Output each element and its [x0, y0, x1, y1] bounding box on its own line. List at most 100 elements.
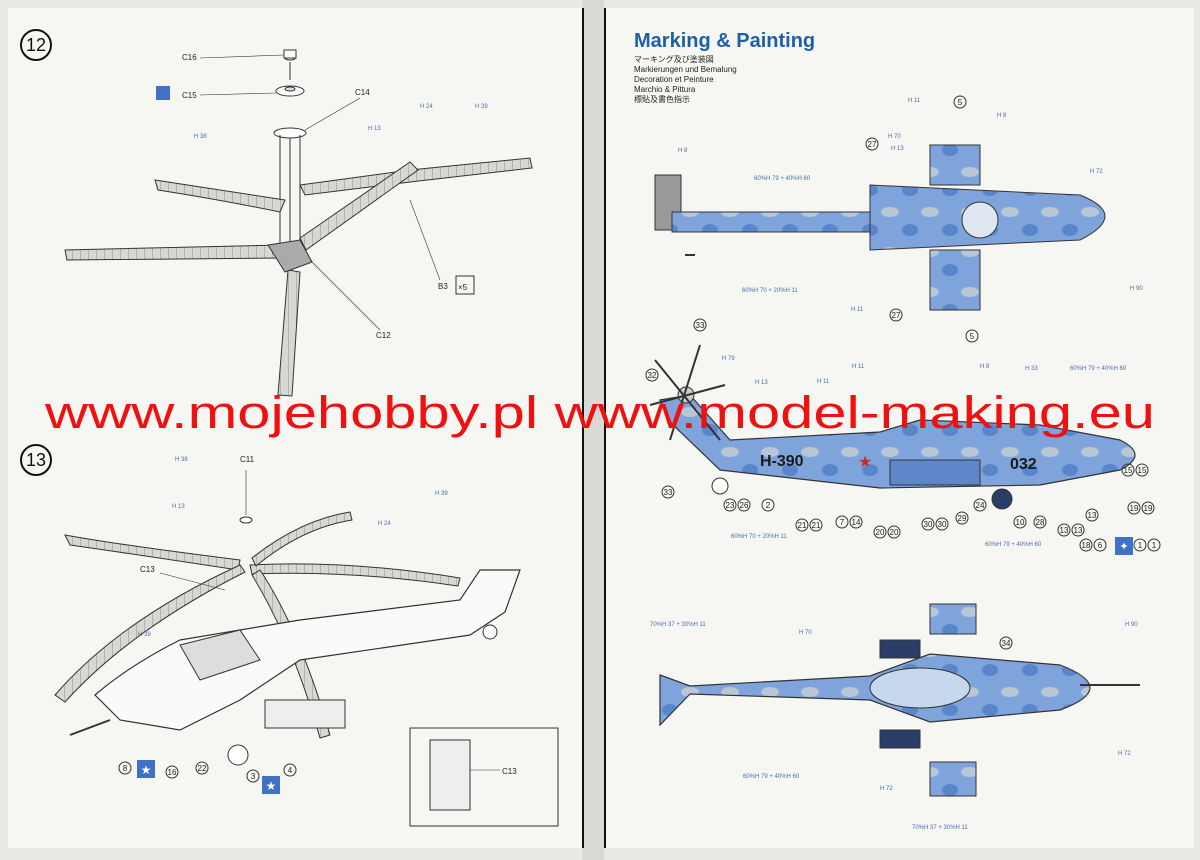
side-callout-30: 30 — [938, 520, 947, 529]
paint-icon — [156, 86, 170, 100]
subtitle-jp: マーキング及び塗装図 — [634, 54, 714, 64]
color-h38-step13: H 38 — [175, 457, 188, 463]
bottom-color-h72b: H 72 — [880, 786, 893, 792]
side-color-h11b: H 11 — [852, 364, 865, 370]
watermark-text: www.mojehobby.pl www.model-making.eu — [44, 387, 1155, 438]
side-callout-circle — [723, 498, 737, 512]
side-callout-23: 23 — [726, 501, 735, 510]
step13-callouts: 8 ★ 16 22 3 ★ 4 — [118, 760, 297, 794]
top-color-h11: H 11 — [908, 98, 921, 104]
nose-number: 032 — [1010, 456, 1037, 473]
side-callout-circle — [809, 518, 823, 532]
part-c12-label: C12 — [376, 331, 391, 340]
side-callout-19: 19 — [1130, 504, 1139, 513]
side-callout-18: 18 — [1082, 541, 1091, 550]
part-c16-label: C16 — [182, 53, 197, 62]
side-callout-circle — [1121, 463, 1135, 477]
side-callout-2: 2 — [766, 501, 771, 510]
step-13-circle — [20, 444, 52, 476]
subtitle-de: Markierungen und Bemalung — [634, 65, 737, 74]
inset-c13-label: C13 — [502, 767, 517, 776]
top-callout-5b: 5 — [970, 332, 975, 341]
side-callout-circle — [973, 498, 987, 512]
side-callout-circle — [1085, 508, 1099, 522]
top-color-h8b: H 8 — [997, 113, 1007, 119]
callout-16: 16 — [168, 768, 177, 777]
part-c14-label: C14 — [355, 88, 370, 97]
top-view: H 11 H 8 H 70 H 13 H 8 H 72 H 90 H 11 60… — [654, 95, 1143, 343]
top-color-h70: H 70 — [888, 134, 901, 140]
side-callout-30: 30 — [924, 520, 933, 529]
top-color-h90: H 90 — [1130, 286, 1143, 292]
side-callout-13: 13 — [1074, 526, 1083, 535]
step-12: 12 C16 C15 C14 H 24 H 39 H 13 H 38 B — [20, 29, 533, 397]
bottom-color-h72: H 72 — [1118, 751, 1131, 757]
callout-22: 22 — [198, 764, 207, 773]
part-c11-label: C11 — [240, 455, 255, 464]
callout-4: 4 — [288, 766, 293, 775]
top-color-h8: H 8 — [678, 148, 688, 154]
page-gutter — [582, 0, 604, 860]
part-c13-label: C13 — [140, 565, 155, 574]
side-color-h8: H 8 — [980, 364, 990, 370]
side-callout-33: 33 — [696, 321, 705, 330]
step-12-number: 12 — [26, 35, 46, 55]
side-callout-19: 19 — [1144, 504, 1153, 513]
side-callout-circle — [661, 485, 675, 499]
side-callout-14: 14 — [852, 518, 861, 527]
side-callout-circle — [693, 318, 707, 332]
side-callout-circle — [835, 515, 849, 529]
side-callout-6: 6 — [1098, 541, 1103, 550]
side-callout-circle — [921, 517, 935, 531]
color-h39b-step13: H 39 — [138, 632, 151, 638]
part-c15-label: C15 — [182, 91, 197, 100]
red-star-icon: ★ — [858, 452, 872, 471]
top-mix-2: 60%H 70 + 20%H 11 — [742, 288, 798, 294]
side-callout-10: 10 — [1016, 518, 1025, 527]
color-h24: H 24 — [420, 104, 433, 110]
side-callout-32: 32 — [648, 371, 657, 380]
bottom-mix-1: 70%H 37 + 30%H 11 — [650, 622, 706, 628]
side-callout-circle — [1093, 538, 1107, 552]
side-callout-15: 15 — [1138, 466, 1147, 475]
star-icon: ★ — [266, 779, 277, 793]
side-callout-24: 24 — [976, 501, 985, 510]
detail-inset — [409, 727, 559, 827]
bottom-callout-34: 34 — [1002, 639, 1011, 648]
bottom-mix-3: 70%H 37 + 30%H 11 — [912, 825, 968, 831]
side-callout-29: 29 — [958, 514, 967, 523]
side-callout-circle — [1133, 538, 1147, 552]
side-callout-21: 21 — [812, 521, 821, 530]
subtitle-it: Marchio & Pittura — [634, 85, 696, 94]
side-mix-2: 60%H 70 + 20%H 11 — [731, 534, 787, 540]
side-callout-circle — [1033, 515, 1047, 529]
top-color-h72: H 72 — [1090, 169, 1103, 175]
side-callout-circle — [887, 525, 901, 539]
tail-number: H-390 — [760, 453, 804, 470]
side-callout-circle — [1057, 523, 1071, 537]
side-callout-26: 26 — [740, 501, 749, 510]
side-color-h33: H 33 — [1025, 366, 1038, 372]
side-callout-13: 13 — [1088, 511, 1097, 520]
side-color-h79: H 79 — [722, 356, 735, 362]
side-mix-1: 60%H 79 + 40%H 60 — [1070, 366, 1127, 372]
side-callout-1: 1 — [1152, 541, 1157, 550]
top-callout-5: 5 — [958, 98, 963, 107]
part-b3-label: B3 — [438, 282, 448, 291]
side-callout-circle — [1013, 515, 1027, 529]
side-callout-28: 28 — [1036, 518, 1045, 527]
side-mix-3: 60%H 79 + 40%H 60 — [985, 542, 1042, 548]
side-callout-circle — [1071, 523, 1085, 537]
side-callout-circle — [737, 498, 751, 512]
top-mix-1: 60%H 79 + 40%H 60 — [754, 176, 811, 182]
side-view: H-390 032 ★ H 79 H 13 H 11 H 11 H 8 H 33… — [645, 318, 1161, 555]
color-h39: H 39 — [475, 104, 488, 110]
side-color-h13: H 13 — [755, 380, 768, 386]
side-callout-circle — [1141, 501, 1155, 515]
subtitle-fr: Decoration et Peinture — [634, 75, 714, 84]
side-callout-21: 21 — [798, 521, 807, 530]
side-callout-circle — [935, 517, 949, 531]
side-callout-20: 20 — [876, 528, 885, 537]
marking-section: Marking & Painting マーキング及び塗装図 Markierung… — [634, 30, 1161, 831]
